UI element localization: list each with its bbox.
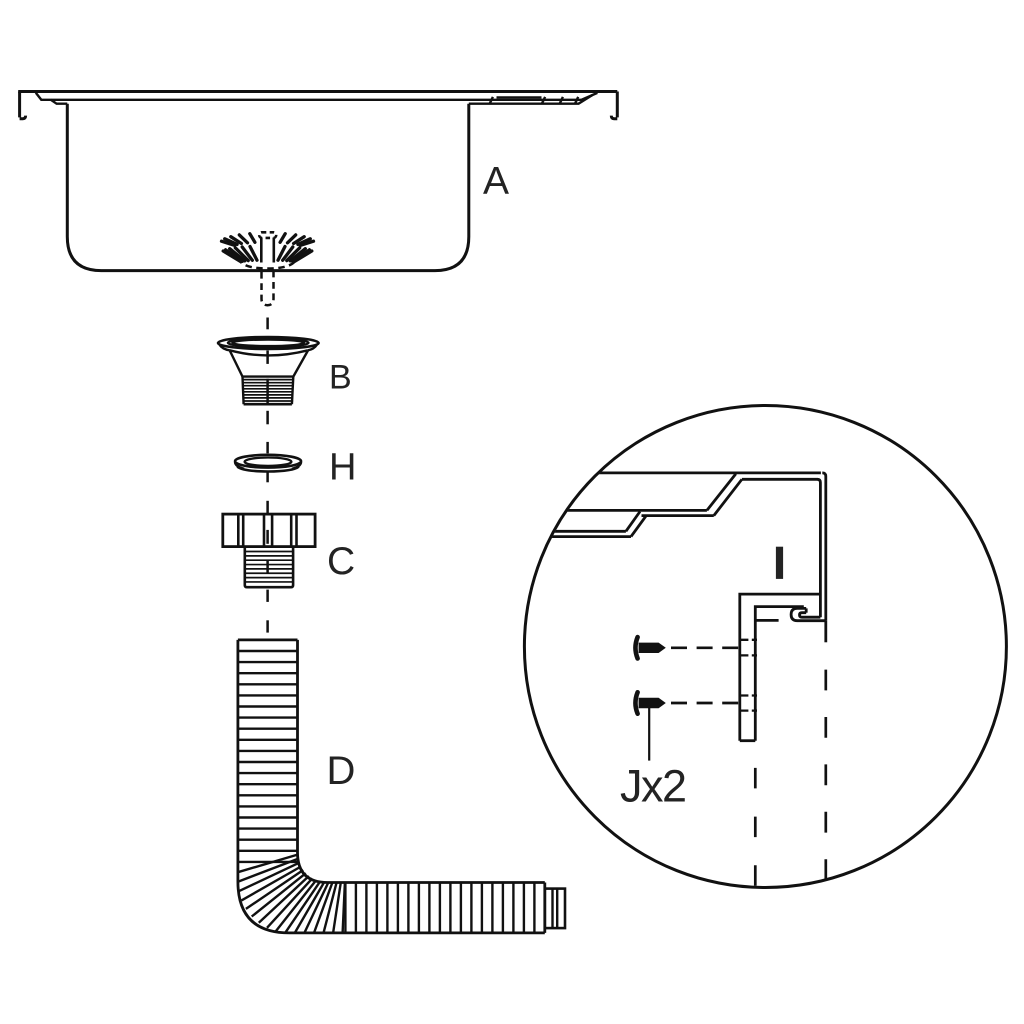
svg-text:Jx2: Jx2 [620,761,686,812]
svg-text:H: H [329,447,356,489]
svg-text:C: C [327,540,355,583]
svg-text:D: D [327,749,356,793]
svg-text:A: A [483,160,509,203]
svg-text:B: B [329,359,352,397]
